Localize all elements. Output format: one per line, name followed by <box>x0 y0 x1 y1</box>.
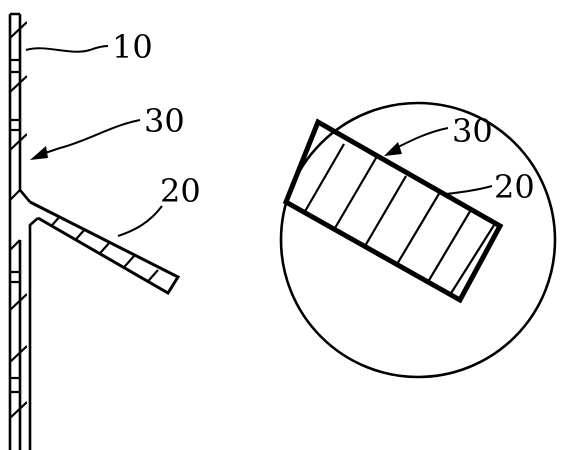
leader-30-left <box>35 119 141 157</box>
label-20-right: 20 <box>494 168 535 206</box>
arrowhead-30-right <box>384 142 402 156</box>
leader-20-left <box>117 205 163 237</box>
label-20-left: 20 <box>160 172 201 210</box>
detail-fin-section <box>282 118 504 304</box>
leader-30-right <box>391 127 449 151</box>
label-30-left: 30 <box>144 102 185 140</box>
arrowhead-30-left <box>30 146 48 160</box>
wall-part <box>8 12 39 450</box>
leader-10 <box>25 45 109 53</box>
leaders-left <box>25 45 163 237</box>
fin-part <box>29 200 181 296</box>
leader-20-right <box>445 185 493 195</box>
label-30-right: 30 <box>452 112 493 150</box>
detail-circle <box>279 101 557 379</box>
label-10: 10 <box>112 28 153 66</box>
